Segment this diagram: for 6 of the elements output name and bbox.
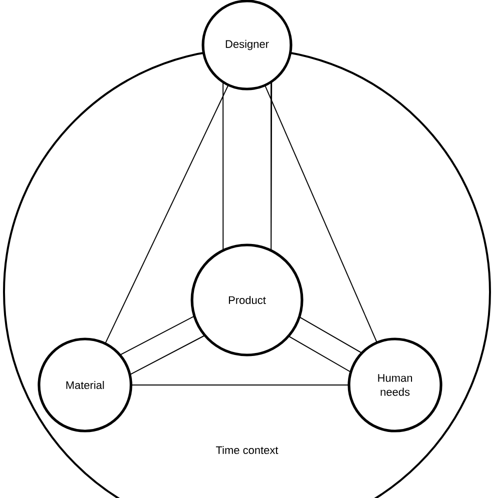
connector-line	[288, 316, 362, 373]
connector-line	[104, 84, 229, 344]
connector-line	[130, 384, 350, 386]
connector-line	[222, 80, 272, 252]
connector-line	[264, 84, 378, 344]
connector-line	[119, 316, 206, 376]
